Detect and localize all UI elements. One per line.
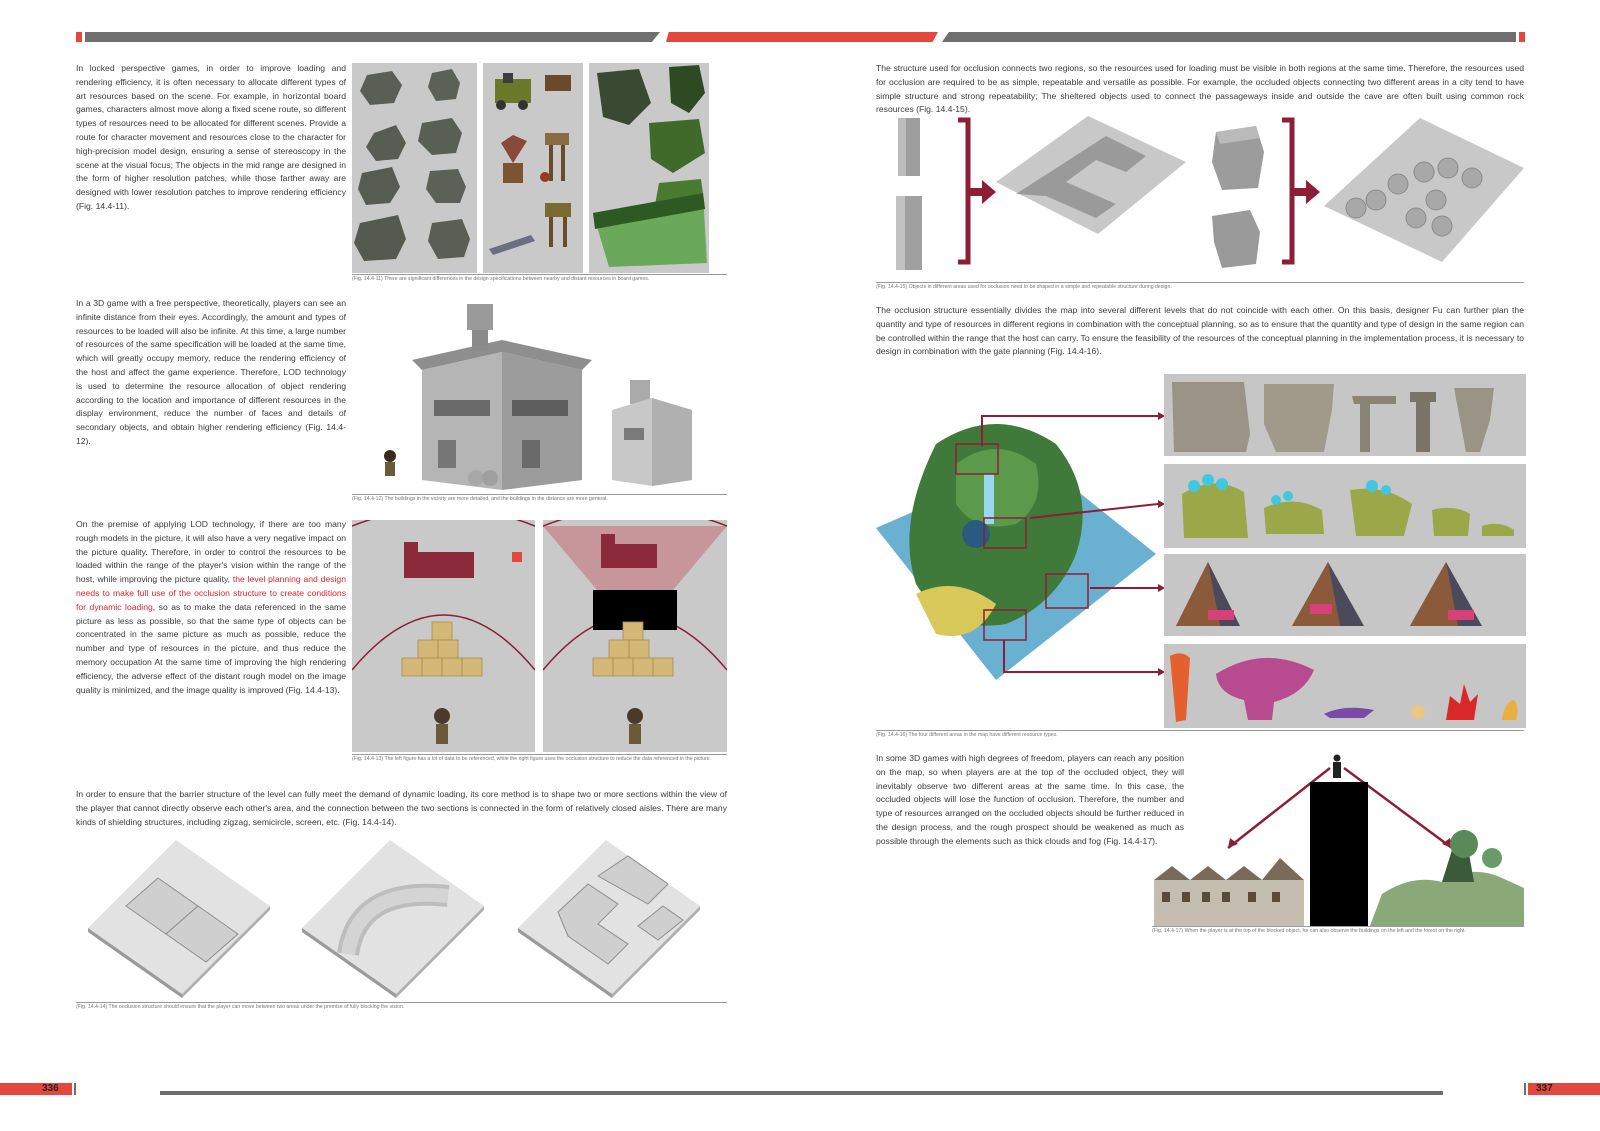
figure-area-ruins bbox=[1164, 374, 1526, 456]
hut-1 bbox=[1176, 562, 1240, 626]
left-paragraph-3-highlight: the level planning and design needs to m… bbox=[76, 574, 346, 612]
bottom-right-divider bbox=[1524, 1083, 1526, 1095]
left-paragraph-1: In locked perspective games, in order to… bbox=[76, 63, 346, 211]
figure-area-crystals bbox=[1164, 464, 1526, 548]
hut-2 bbox=[1292, 562, 1364, 626]
caption-fig-14-4-17: (Fig. 14.4-17) When the player is at the… bbox=[1152, 926, 1524, 935]
top-left-marker bbox=[76, 32, 82, 42]
left-paragraph-3-part-b: , so as to make the data referenced in t… bbox=[76, 601, 346, 695]
hut-3 bbox=[1410, 562, 1482, 626]
right-paragraph-2: The occlusion structure essentially divi… bbox=[876, 305, 1524, 357]
top-center-bar bbox=[666, 32, 938, 42]
figure-occlusion-resources bbox=[876, 112, 1524, 282]
top-right-bar bbox=[942, 32, 1516, 42]
figure-lod-buildings bbox=[352, 300, 727, 493]
caption-fig-14-4-16: (Fig. 14.4-16) The four different areas … bbox=[876, 730, 1524, 739]
caption-fig-14-4-13: (Fig. 14.4-13) The left figure has a lot… bbox=[352, 754, 727, 763]
caption-fig-14-4-15: (Fig. 14.4-15) Objects in different area… bbox=[876, 282, 1524, 291]
top-right-marker bbox=[1519, 32, 1525, 42]
figure-occlusion-comparison-right bbox=[543, 520, 727, 752]
left-page-number: 336 bbox=[42, 1083, 59, 1094]
left-paragraph-3-part-a: On the premise of applying LOD technolog… bbox=[76, 519, 346, 585]
right-paragraph-1: The structure used for occlusion connect… bbox=[876, 63, 1524, 115]
semicircle-shape bbox=[302, 840, 484, 998]
figure-occlusion-comparison-left bbox=[352, 520, 535, 752]
bottom-left-divider bbox=[74, 1083, 76, 1095]
caption-fig-14-4-11: (Fig. 14.4-11) There are significant dif… bbox=[352, 274, 727, 283]
bottom-center-rule bbox=[160, 1091, 1443, 1095]
figure-top-view-occlusion bbox=[1152, 754, 1524, 926]
figure-board-game-resources-props bbox=[483, 63, 583, 273]
left-buildings bbox=[1154, 858, 1304, 926]
tower-pieces bbox=[896, 118, 922, 270]
figure-occlusion-shapes bbox=[88, 836, 708, 998]
figure-island-map bbox=[876, 404, 1156, 680]
left-paragraph-4: In order to ensure that the barrier stru… bbox=[76, 789, 727, 827]
right-page-number: 337 bbox=[1536, 1083, 1553, 1094]
top-left-bar bbox=[85, 32, 660, 42]
right-paragraph-3: In some 3D games with high degrees of fr… bbox=[876, 753, 1184, 846]
bottom-right-page-tab bbox=[1528, 1083, 1600, 1095]
figure-area-coral bbox=[1164, 644, 1526, 728]
bottom-left-page-tab bbox=[0, 1083, 72, 1095]
figure-board-game-resources-patches bbox=[589, 63, 709, 273]
left-paragraph-2: In a 3D game with a free perspective, th… bbox=[76, 298, 346, 446]
figure-island-connectors bbox=[980, 404, 1165, 694]
left-paragraph-3: On the premise of applying LOD technolog… bbox=[76, 518, 346, 697]
caption-fig-14-4-14: (Fig. 14.4-14) The occlusion structure s… bbox=[76, 1002, 727, 1011]
right-forest bbox=[1370, 830, 1524, 926]
rock-pieces bbox=[1212, 126, 1264, 268]
screen-shape bbox=[518, 840, 700, 998]
figure-area-huts bbox=[1164, 554, 1526, 636]
figure-board-game-resources-rocks bbox=[352, 63, 477, 273]
zigzag-shape bbox=[88, 840, 270, 998]
caption-fig-14-4-12: (Fig. 14.4-12) The buildings in the vici… bbox=[352, 494, 727, 503]
